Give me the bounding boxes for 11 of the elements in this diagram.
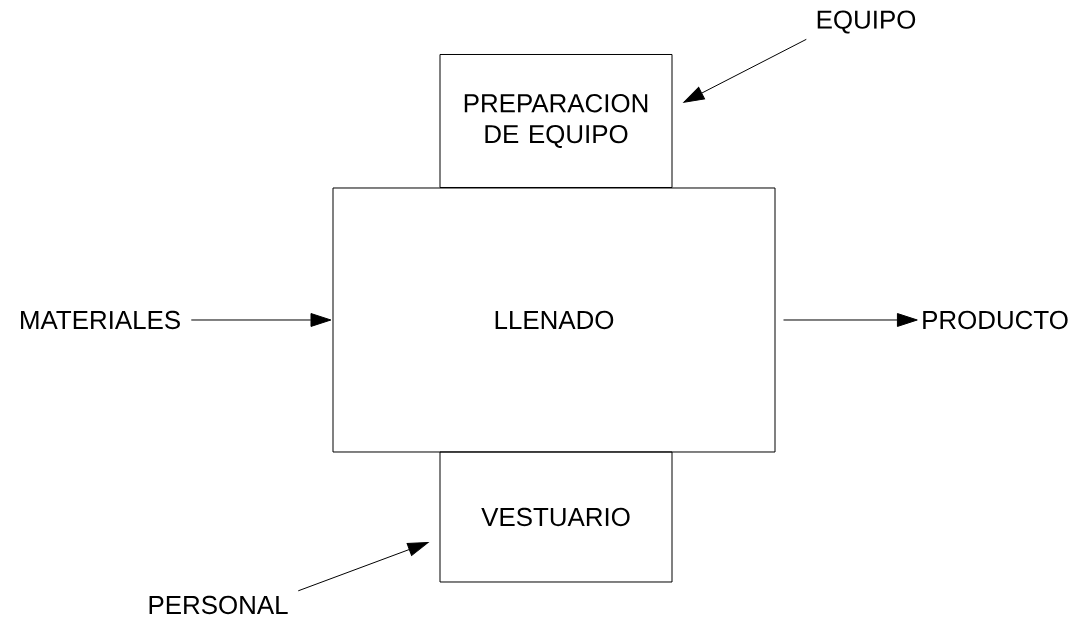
flow-label: MATERIALES xyxy=(21,310,180,330)
process-box: VESTUARIO xyxy=(439,451,673,583)
arrow xyxy=(190,313,332,327)
flow-label: EQUIPO xyxy=(817,10,916,34)
arrow xyxy=(783,313,918,327)
process-box: PREPARACION DE EQUIPO xyxy=(439,54,673,188)
arrow xyxy=(297,542,429,592)
process-box: LLENADO xyxy=(332,187,776,453)
flow-label: PRODUCTO xyxy=(923,310,1068,330)
flow-label: PERSONAL xyxy=(149,595,288,615)
arrow xyxy=(683,38,807,103)
